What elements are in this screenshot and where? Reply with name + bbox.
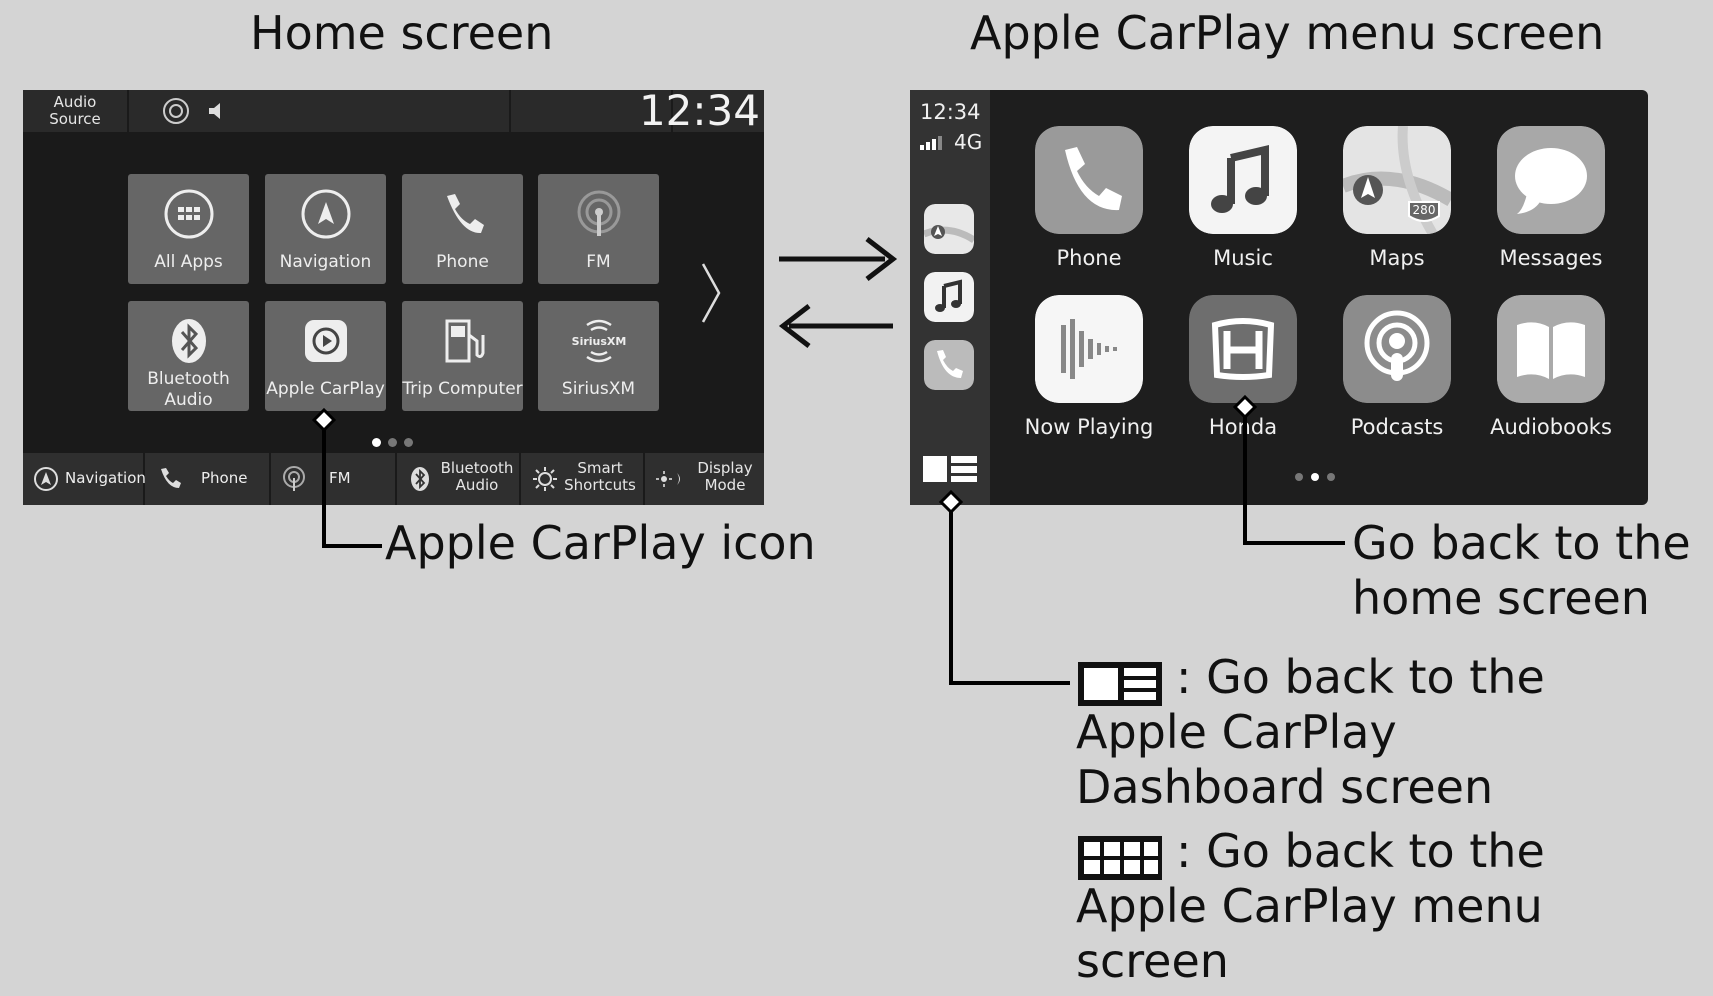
app-music-icon[interactable] — [1189, 126, 1297, 234]
speaker-icon — [209, 103, 220, 119]
siriusxm-icon: SiriusXM — [572, 319, 627, 363]
menu-callout-line: screen — [1076, 934, 1229, 988]
sidebar-maps-icon[interactable] — [924, 204, 974, 254]
network-label: 4G — [954, 130, 983, 154]
app-label: Music — [1213, 246, 1273, 270]
tile-label: Phone — [436, 252, 489, 272]
clock: 12:34 — [638, 86, 760, 135]
bluetooth-icon — [172, 319, 206, 363]
app-messages-icon[interactable] — [1497, 126, 1605, 234]
bottom-label: FM — [329, 469, 351, 487]
app-now-playing-icon[interactable] — [1035, 295, 1143, 403]
grid-icon — [164, 189, 214, 239]
tile-label: SiriusXM — [561, 379, 636, 399]
tile-phone[interactable]: Phone — [402, 174, 523, 284]
navigation-icon — [301, 189, 351, 239]
app-label: Phone — [1056, 246, 1122, 270]
bottom-fm-button[interactable]: FM — [271, 453, 397, 505]
app-phone-icon[interactable] — [1035, 126, 1143, 234]
carplay-clock: 12:34 — [920, 100, 981, 124]
app-audiobooks-icon[interactable] — [1497, 295, 1605, 403]
menu-grid-icon — [1078, 836, 1162, 880]
app-label: Audiobooks — [1490, 415, 1612, 439]
app-maps-icon[interactable]: 280 — [1343, 126, 1451, 234]
status-bar: Audio Source 12:34 — [23, 86, 764, 135]
bottom-label: Navigation — [65, 469, 146, 487]
svg-text:SiriusXM: SiriusXM — [572, 335, 627, 348]
shortcuts-icon — [533, 467, 557, 491]
sidebar-phone-icon[interactable] — [924, 340, 974, 390]
carplay-icon-callout: Apple CarPlay icon — [385, 516, 816, 570]
bottom-navigation-button[interactable]: Navigation — [23, 453, 146, 505]
app-honda-icon[interactable] — [1189, 295, 1297, 403]
tile-label: Trip Computer — [402, 379, 523, 399]
dashboard-icon — [1078, 662, 1162, 706]
tile-siriusxm[interactable]: SiriusXM SiriusXM — [538, 301, 659, 411]
carplay-icon — [305, 320, 347, 362]
signal-icon — [920, 136, 942, 150]
dashboard-callout-line: Dashboard screen — [1076, 760, 1494, 814]
phone-icon — [161, 468, 181, 488]
menu-callout-line: Apple CarPlay menu — [1076, 879, 1543, 933]
tile-trip-computer[interactable]: Trip Computer — [402, 301, 523, 411]
audio-source-button[interactable]: Audio Source — [23, 90, 129, 132]
tile-label: FM — [586, 252, 611, 272]
app-label: Podcasts — [1350, 415, 1444, 439]
app-label: Maps — [1369, 246, 1425, 270]
audio-source-label: Audio — [53, 93, 97, 111]
app-label: Now Playing — [1024, 415, 1154, 439]
display-mode-icon — [656, 471, 680, 487]
carplay-sidebar: 12:34 4G — [910, 90, 990, 505]
tile-label: Apple CarPlay — [266, 379, 385, 399]
tile-label: Navigation — [279, 252, 372, 272]
page-indicator — [1295, 466, 1335, 485]
screen-transition-arrows — [778, 237, 898, 348]
svg-text:280: 280 — [1413, 203, 1436, 217]
home-screen-title: Home screen — [250, 6, 554, 60]
bottom-label: Phone — [201, 469, 248, 487]
bluetooth-icon — [411, 467, 429, 491]
navigation-icon — [34, 467, 58, 491]
carplay-screen-title: Apple CarPlay menu screen — [970, 6, 1605, 60]
bottom-phone-button[interactable]: Phone — [145, 453, 271, 505]
phone-icon — [447, 194, 484, 234]
app-label: Messages — [1499, 246, 1603, 270]
home-screen: Audio Source 12:34 All Apps Navigation — [23, 86, 764, 505]
tile-label: All Apps — [154, 252, 223, 272]
status-blank — [511, 90, 673, 132]
tile-apple-carplay[interactable]: Apple CarPlay — [265, 301, 386, 411]
status-icons — [129, 90, 511, 132]
dashboard-toggle-icon[interactable] — [923, 454, 977, 484]
fuel-icon — [445, 319, 485, 363]
radio-icon — [283, 466, 305, 491]
page-indicator — [372, 432, 413, 451]
sidebar-music-icon[interactable] — [924, 272, 974, 322]
audio-source-label: Source — [49, 110, 101, 128]
next-page-chevron-icon[interactable] — [699, 262, 723, 324]
menu-callout-line: : Go back to the — [1176, 824, 1545, 878]
dashboard-callout-line: : Go back to the — [1176, 650, 1545, 704]
carplay-screen: 12:34 4G 280 Phone Music Maps Messages — [910, 90, 1648, 505]
radio-icon — [577, 190, 621, 236]
dashboard-callout-line: Apple CarPlay — [1076, 705, 1397, 759]
radio-icon — [163, 98, 189, 124]
app-podcasts-icon[interactable] — [1343, 295, 1451, 403]
tile-all-apps[interactable]: All Apps — [128, 174, 249, 284]
tile-fm[interactable]: FM — [538, 174, 659, 284]
tile-navigation[interactable]: Navigation — [265, 174, 386, 284]
